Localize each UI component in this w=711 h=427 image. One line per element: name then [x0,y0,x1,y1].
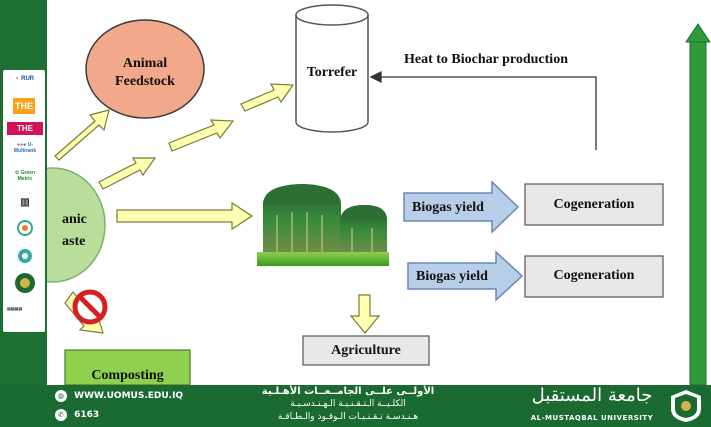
torrefer-label: Torrefer [306,65,358,80]
heat-to-biochar-arrow [369,70,597,150]
arrow-waste-to-digester [116,201,254,231]
arrow-waste-to-torrefer-2 [168,119,235,152]
cogeneration-label-1: Cogeneration [553,197,635,212]
the-logo: THE [13,98,35,114]
sdg-badge-icon [7,220,43,236]
footer-arabic-line2: الكلـيــة الـتـقـنـيـة الـهـنـدسـيـة [290,399,406,409]
agriculture-label: Agriculture [331,343,401,358]
universities-association-logo: ▤▤▤▤ [7,306,23,311]
cogeneration-label-2: Cogeneration [553,268,635,283]
composting-box [64,349,191,385]
composting-label: Composting [91,368,164,383]
phone-row: ✆ 6163 [55,409,99,421]
website-text[interactable]: WWW.UOMUS.EDU.IQ [74,391,184,401]
umultirank-logo: ●●● U-Multirank [13,142,37,154]
institution-icon: ▥ [20,197,30,208]
biogas-yield-arrow-1 [403,180,520,234]
phone-icon: ✆ [55,409,67,421]
animal-feedstock-label: Animal Feedstock [115,56,175,89]
biogas-yield-label-2: Biogas yield [416,269,488,284]
agriculture-box [302,335,430,366]
arrow-digester-to-agriculture [349,294,381,334]
biomass-flow-diagram [47,4,711,385]
website-row: ◍ WWW.UOMUS.EDU.IQ [55,390,183,402]
biogas-yield-label-1: Biogas yield [412,200,484,215]
footer-arabic-line3: هـنـدسـة تـقـنـيـات الـوقـود والـطـاقـة [277,412,419,422]
arrow-feedstock-to-torrefer [240,83,295,112]
organic-waste-label: anic aste [62,212,87,249]
footer-arabic-line1: الأولــى علــى الجامــعــات الأهـلـية [261,386,435,397]
arrow-waste-to-torrefer-1 [98,157,157,190]
accreditation-seal-icon [7,272,43,294]
university-crest-icon [669,389,703,423]
globe-icon: ◍ [55,390,67,402]
prohibited-icon [72,289,108,325]
cogeneration-box-1 [524,183,664,226]
the-impact-logo: THE [7,122,43,135]
animal-feedstock-node [85,19,205,119]
torrefer-node [295,4,369,133]
ranking-logos-panel: ◐ RUR THE THE ●●● U-Multirank ✿ Green Me… [3,70,45,332]
biogas-yield-arrow-2 [407,250,524,302]
footer-bar: ◍ WWW.UOMUS.EDU.IQ ✆ 6163 الأولــى علــى… [0,385,711,427]
phone-text[interactable]: 6163 [74,410,100,420]
university-name-arabic: جامعة المستقبل [531,385,653,406]
biogas-digester-image [257,178,389,266]
heat-to-biochar-label: Heat to Biochar production [404,52,568,67]
greenmetric-logo: ✿ Green Metric [14,170,36,182]
arrow-waste-to-feedstock [54,109,110,161]
rur-logo: ◐ RUR [15,76,35,82]
organic-waste-node [47,167,106,283]
big-upward-arrow [685,23,711,385]
sdg-wheel-icon [7,248,43,264]
cogeneration-box-2 [524,255,664,298]
university-name-english: AL-MUSTAQBAL UNIVERSITY [530,414,654,422]
